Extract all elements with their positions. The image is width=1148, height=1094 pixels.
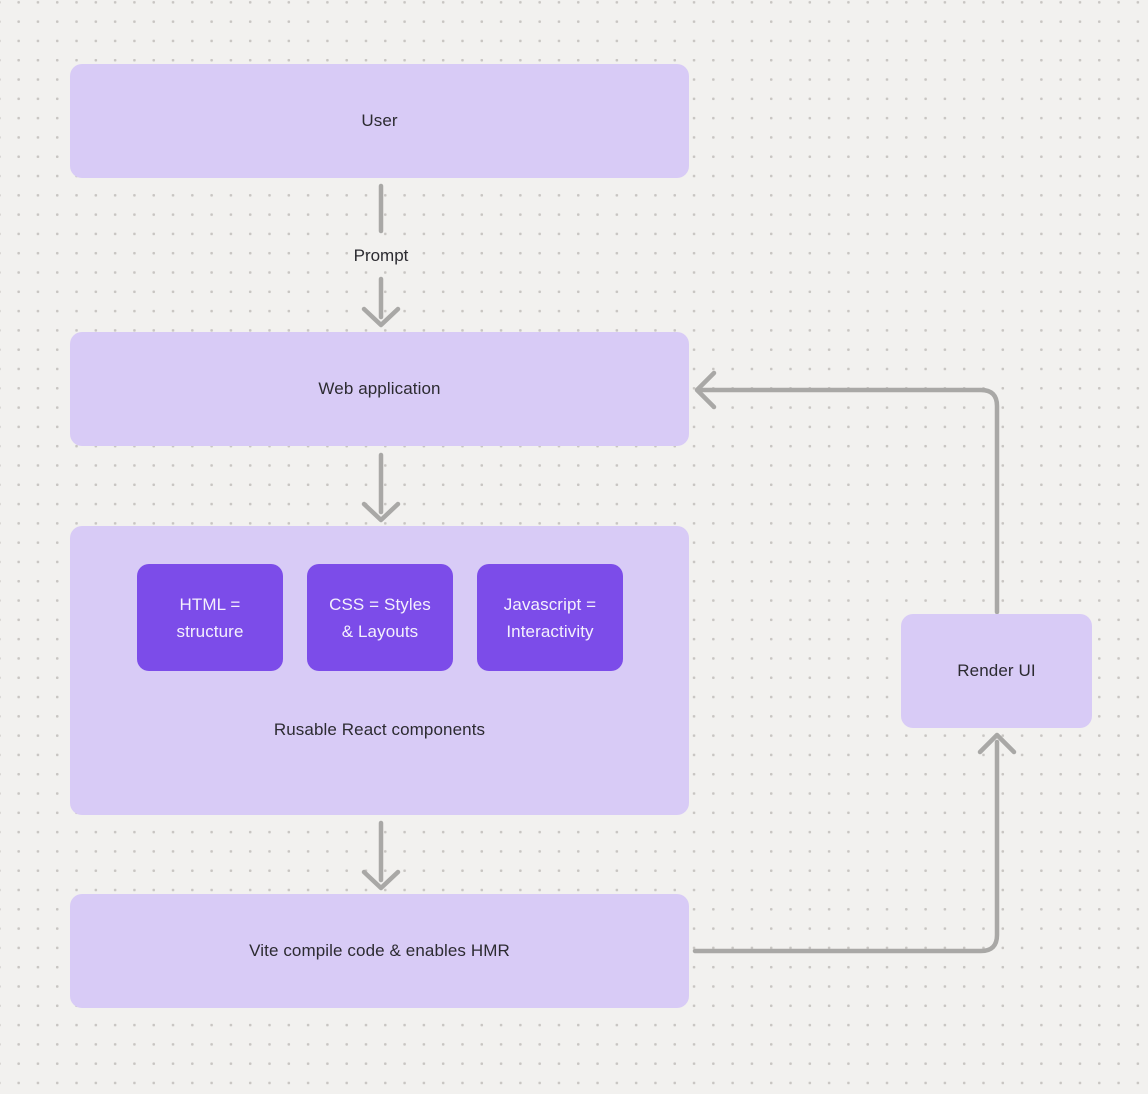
node-web-application[interactable]: Web application bbox=[70, 332, 689, 446]
node-css-label-line2: & Layouts bbox=[341, 621, 419, 641]
node-javascript-label-line1: Javascript = bbox=[503, 594, 597, 614]
node-user-label: User bbox=[361, 111, 398, 130]
arrowhead-up-icon bbox=[977, 732, 1017, 755]
edge-line bbox=[692, 739, 1000, 954]
node-components-group[interactable]: HTML = structure CSS = Styles & Layouts … bbox=[70, 526, 689, 815]
node-user[interactable]: User bbox=[70, 64, 689, 178]
edge-label-prompt[interactable]: Prompt bbox=[353, 246, 409, 265]
node-css[interactable]: CSS = Styles & Layouts bbox=[307, 564, 453, 671]
edge-line bbox=[699, 387, 1000, 615]
node-css-label-line1: CSS = Styles bbox=[329, 594, 431, 614]
node-render-ui-label: Render UI bbox=[957, 661, 1036, 680]
node-html[interactable]: HTML = structure bbox=[137, 564, 283, 671]
node-web-application-label: Web application bbox=[318, 379, 441, 398]
node-html-label-line1: HTML = bbox=[179, 594, 241, 614]
components-group-label: Rusable React components bbox=[273, 720, 486, 739]
edge-webapp-to-components[interactable] bbox=[361, 452, 401, 523]
node-vite-label: Vite compile code & enables HMR bbox=[249, 941, 510, 960]
arrowhead-down-icon bbox=[361, 501, 401, 523]
node-vite[interactable]: Vite compile code & enables HMR bbox=[70, 894, 689, 1008]
arrowhead-left-icon bbox=[694, 370, 717, 410]
arrowhead-down-icon bbox=[361, 306, 401, 328]
edge-renderui-to-webapp[interactable] bbox=[694, 370, 1000, 615]
node-javascript[interactable]: Javascript = Interactivity bbox=[477, 564, 623, 671]
edge-components-to-vite[interactable] bbox=[361, 820, 401, 891]
node-render-ui[interactable]: Render UI bbox=[901, 614, 1092, 728]
arrowhead-down-icon bbox=[361, 869, 401, 891]
node-html-label-line2: structure bbox=[176, 621, 244, 641]
node-javascript-label-line2: Interactivity bbox=[506, 621, 594, 641]
edge-vite-to-renderui[interactable] bbox=[692, 732, 1017, 954]
